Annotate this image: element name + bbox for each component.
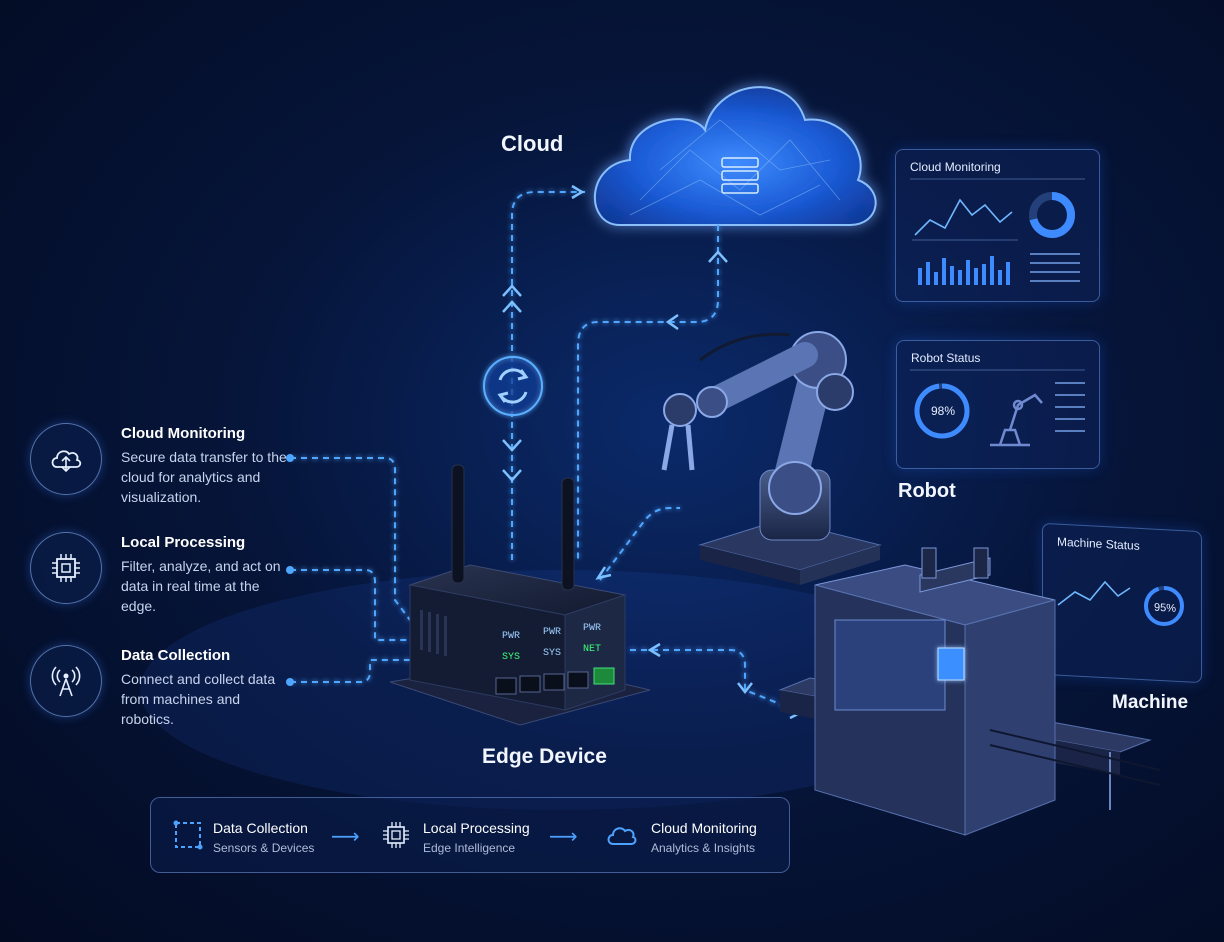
- feature-icon-ring: [30, 532, 102, 604]
- arrow-right-icon: ⟶: [331, 826, 360, 848]
- edge-device: PWR PWR PWR SYS SYS NET: [389, 464, 651, 726]
- arrow-right-icon: ⟶: [549, 826, 578, 848]
- edge-status-3: NET: [583, 644, 601, 655]
- chip-icon: [52, 554, 80, 582]
- cloud-sync-icon: [51, 450, 82, 473]
- machine-label: Machine: [1112, 692, 1189, 713]
- robot-status-value: 98%: [930, 404, 956, 418]
- machine-status-value: 95%: [1153, 601, 1177, 615]
- antenna-icon: [51, 666, 81, 697]
- edge-device-label: Edge Device: [482, 745, 607, 768]
- dashed-square-icon: [173, 820, 203, 850]
- edge-led-2: PWR: [543, 627, 561, 638]
- feature-title: Cloud Monitoring: [121, 425, 246, 442]
- robot-status-panel-title: Robot Status: [911, 351, 981, 365]
- edge-status-2: SYS: [543, 648, 561, 659]
- cloud-monitoring-panel: Cloud Monitoring: [895, 149, 1100, 302]
- feature-cloud-monitoring: Cloud Monitoring Secure data transfer to…: [30, 423, 320, 523]
- sync-icon: [483, 356, 543, 416]
- feature-data-collection: Data Collection Connect and collect data…: [30, 645, 320, 745]
- chip-icon: [383, 822, 409, 848]
- edge-to-cloud-link: [511, 191, 585, 560]
- robot-arm: [661, 331, 882, 585]
- cloud-network-lines: [629, 119, 841, 216]
- feature-title: Data Collection: [121, 647, 231, 664]
- flow-arrows: [502, 184, 803, 720]
- cloud-monitoring-panel-title: Cloud Monitoring: [910, 160, 1001, 174]
- legend-title: Cloud Monitoring: [651, 820, 757, 836]
- server-icon: [721, 157, 759, 194]
- legend-subtitle: Edge Intelligence: [423, 841, 516, 855]
- feature-description: Secure data transfer to the cloud for an…: [121, 449, 287, 505]
- feature-icon-ring: [30, 423, 102, 495]
- feature-description: Filter, analyze, and act on data in real…: [121, 558, 281, 614]
- machine-status-panel-title: Machine Status: [1057, 534, 1140, 553]
- robot-label: Robot: [898, 480, 956, 502]
- legend-title: Local Processing: [423, 820, 530, 836]
- feature-icon-ring: [30, 645, 102, 717]
- feature-title: Local Processing: [121, 534, 246, 551]
- feature-local-processing: Local Processing Filter, analyze, and ac…: [30, 532, 320, 632]
- cloud-label: Cloud: [501, 131, 564, 156]
- cloud-icon: [607, 827, 637, 845]
- edge-led-1: PWR: [502, 631, 520, 642]
- legend-subtitle: Analytics & Insights: [651, 841, 756, 855]
- edge-to-robot-link: [599, 507, 680, 581]
- robot-status-panel: Robot Status 98%: [896, 340, 1100, 469]
- process-legend: Data Collection Sensors & Devices ⟶ Loca…: [150, 797, 790, 873]
- edge-to-machine-link: [630, 649, 801, 713]
- edge-status-1: SYS: [502, 652, 520, 663]
- legend-subtitle: Sensors & Devices: [213, 841, 315, 855]
- edge-led-3: PWR: [583, 623, 601, 634]
- feature-description: Connect and collect data from machines a…: [121, 671, 276, 727]
- legend-title: Data Collection: [213, 820, 308, 836]
- machine-status-panel: Machine Status 95%: [1042, 522, 1202, 684]
- cloud-shape: [594, 86, 877, 226]
- cloud-to-edge-link: [577, 225, 719, 560]
